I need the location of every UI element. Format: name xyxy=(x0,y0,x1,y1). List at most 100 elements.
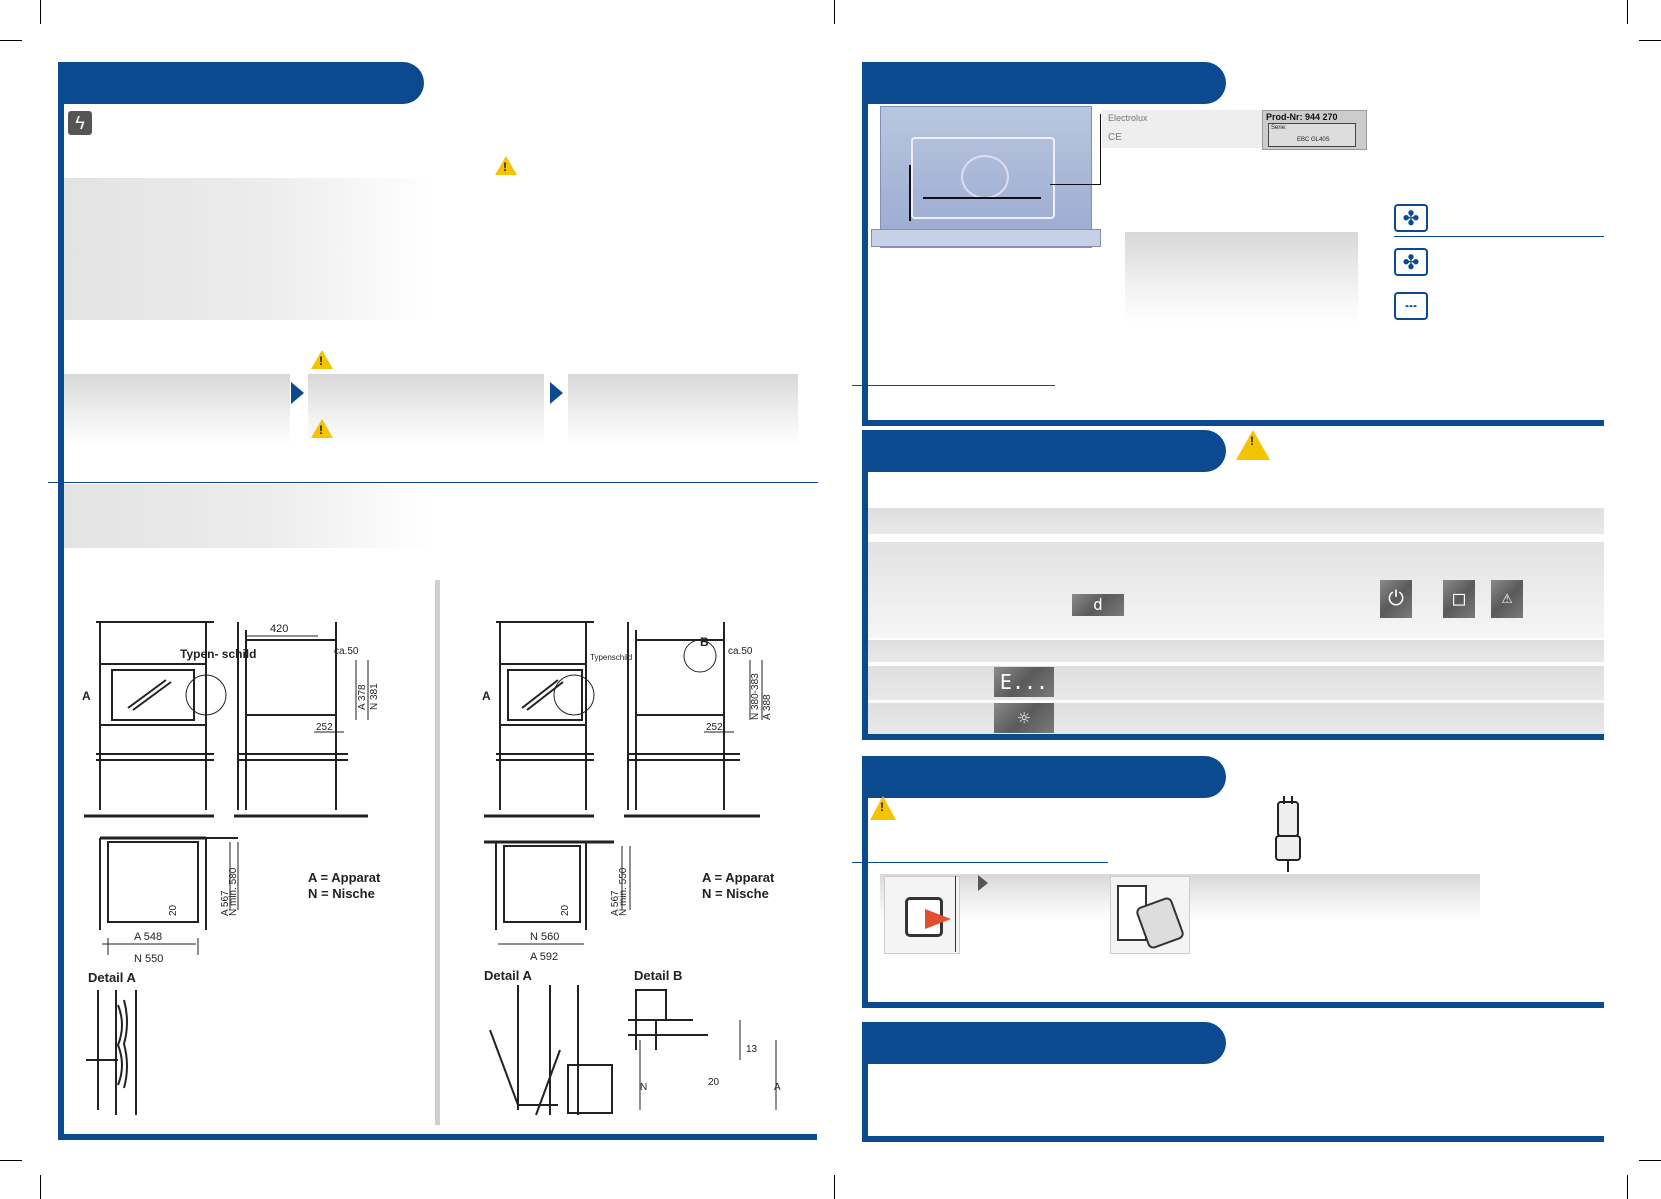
divider xyxy=(852,862,1108,863)
plug-icon xyxy=(1275,796,1301,872)
oven-interior xyxy=(911,137,1055,219)
dim-20: 20 xyxy=(168,904,179,916)
dim-nmin580: N min. 580 xyxy=(228,867,239,916)
oven-image xyxy=(871,106,1101,248)
dim-a388: A 388 xyxy=(762,694,773,720)
height-arrow xyxy=(909,165,911,221)
fuse-image xyxy=(1110,876,1190,954)
divider xyxy=(1394,236,1604,237)
marker-b: B xyxy=(700,635,709,649)
crop-mark xyxy=(1627,0,1628,24)
warning-icon xyxy=(311,350,333,369)
oven-door xyxy=(871,229,1101,247)
divider xyxy=(48,482,818,483)
table-row xyxy=(868,640,1604,662)
crop-mark xyxy=(1627,1175,1628,1199)
crop-mark xyxy=(834,0,835,24)
header-bar xyxy=(862,430,1226,472)
warning-icon xyxy=(1236,430,1270,460)
top-heater-icon: ┄ xyxy=(1394,292,1428,320)
column-divider xyxy=(435,580,440,1125)
step-box-2 xyxy=(308,374,544,448)
marker-a: A xyxy=(482,689,491,703)
crop-mark xyxy=(1639,1160,1661,1161)
typenschild-label: Typenschild xyxy=(590,653,632,662)
info-box xyxy=(1125,232,1358,324)
arrow-right-icon xyxy=(978,875,988,891)
crop-mark xyxy=(40,0,41,24)
oven-fan xyxy=(961,155,1009,199)
crop-mark xyxy=(0,40,22,41)
unplug-image xyxy=(884,876,960,954)
dim-a592: A 592 xyxy=(530,951,558,963)
legend-apparat: A = Apparat xyxy=(702,870,775,885)
electric-hazard-icon: ϟ xyxy=(68,111,92,135)
dim-n550: N 550 xyxy=(134,953,163,965)
light-icon: ☼ xyxy=(994,703,1054,733)
installation-diagram-a: Typen- schild 420 ca.50 252 A 378 N 381 … xyxy=(82,621,381,1115)
leader-line xyxy=(1100,114,1101,184)
detail-a-label: Detail A xyxy=(484,968,533,983)
table-row xyxy=(868,508,1604,534)
rating-brand: Electrolux xyxy=(1108,113,1148,123)
arrow-right-icon xyxy=(550,382,563,404)
fan-icon: ✤ xyxy=(1394,248,1428,276)
left-header-bar xyxy=(58,62,424,104)
divider xyxy=(955,876,956,952)
dim-252: 252 xyxy=(316,722,333,733)
dim-a378: A 378 xyxy=(357,684,368,710)
left-page-frame xyxy=(58,62,817,1140)
serie-label: Serie: xyxy=(1271,125,1287,131)
a-label: A xyxy=(774,1082,781,1093)
panel-oven-info xyxy=(862,62,1604,426)
dim-ca50: ca.50 xyxy=(728,646,753,657)
serial-box: Serie: EBC GL40S xyxy=(1268,123,1356,147)
arrow-right-icon xyxy=(925,909,951,929)
section-heading-box xyxy=(64,484,432,548)
rating-ce: CE xyxy=(1108,132,1122,143)
typenschild-label: Typen- schild xyxy=(180,647,256,661)
display-d: d xyxy=(1072,594,1124,616)
marker-a: A xyxy=(82,689,91,703)
table-row xyxy=(868,666,1604,700)
dim-20: 20 xyxy=(560,904,571,916)
crop-mark xyxy=(0,1160,22,1161)
installation-diagram-b: Typenschild B A ca.50 252 N 380-383 A 38… xyxy=(482,621,781,1116)
step-box-3 xyxy=(568,374,798,448)
dim-13: 13 xyxy=(746,1044,758,1055)
legend-nische: N = Nische xyxy=(702,886,769,901)
left-info-box xyxy=(64,178,432,320)
leader-line xyxy=(1050,184,1101,185)
header-bar xyxy=(862,756,1226,798)
divider xyxy=(852,385,1055,386)
panel-plug xyxy=(862,756,1604,1008)
dim-n560: N 560 xyxy=(530,931,559,943)
dim-a548: A 548 xyxy=(134,931,162,943)
dim-a567: A 567 xyxy=(220,890,231,916)
warning-icon xyxy=(870,796,896,820)
table-row xyxy=(868,703,1604,734)
stop-icon: □ xyxy=(1443,580,1475,618)
step-box-1 xyxy=(64,374,290,448)
warning-icon xyxy=(311,419,333,438)
dim-252: 252 xyxy=(706,722,723,733)
crop-mark xyxy=(40,1175,41,1199)
table-row xyxy=(868,542,1604,638)
dim-20b: 20 xyxy=(708,1077,720,1088)
display-e: E... xyxy=(994,667,1054,697)
fan-ring-heater-icon: ✤ xyxy=(1394,204,1428,232)
detail-b-label: Detail B xyxy=(634,968,682,983)
legend-apparat: A = Apparat xyxy=(308,870,381,885)
rating-plate: Electrolux CE xyxy=(1102,110,1262,148)
arrow-right-icon xyxy=(291,382,304,404)
header-bar xyxy=(862,62,1226,104)
crop-mark xyxy=(834,1175,835,1199)
dim-n380-383: N 380-383 xyxy=(750,673,761,720)
dim-420: 420 xyxy=(270,623,288,635)
model-label: EBC GL40S xyxy=(1297,137,1330,143)
width-arrow xyxy=(923,197,1041,199)
crop-mark xyxy=(1639,40,1661,41)
power-icon: ⏻ xyxy=(1380,580,1412,618)
dim-a567: A 567 xyxy=(610,890,621,916)
header-bar xyxy=(862,1022,1226,1064)
